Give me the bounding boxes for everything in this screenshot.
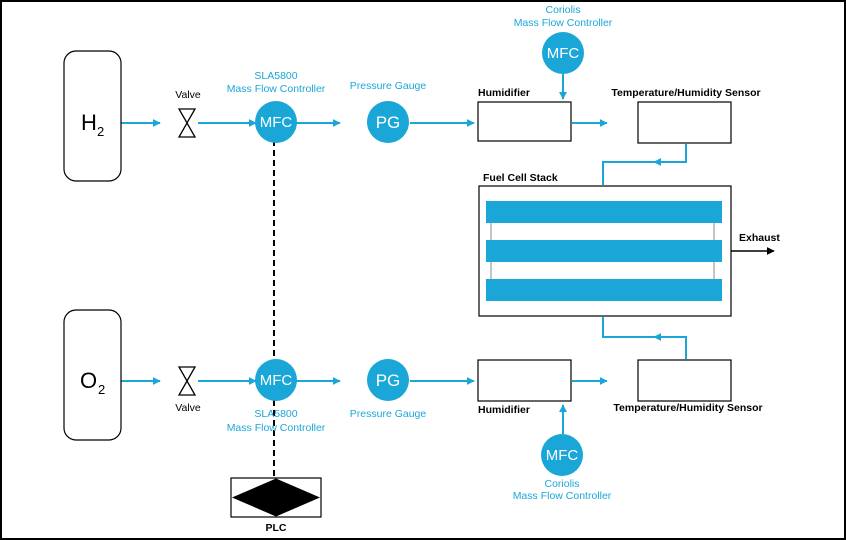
plc-label: PLC — [266, 522, 287, 534]
h2-mfc-node: MFC — [255, 101, 297, 143]
o2-sensor-box — [637, 359, 732, 402]
h2-valve-label: Valve — [175, 89, 201, 101]
stack-plate-middle — [486, 240, 722, 262]
h2-sensor-box — [637, 101, 732, 144]
fuel-cell-stack — [478, 185, 732, 317]
h2-gas-subscript: 2 — [97, 124, 104, 139]
o2-pg-label: Pressure Gauge — [350, 408, 427, 420]
o2-gas-subscript: 2 — [98, 382, 105, 397]
h2-mfc-title-2: Mass Flow Controller — [227, 83, 326, 95]
h2-humidifier-label: Humidifier — [478, 87, 530, 99]
o2-valve-label: Valve — [175, 402, 201, 414]
h2-gas-source: H 2 — [63, 50, 122, 182]
h2-coriolis-mfc-text: MFC — [547, 45, 580, 62]
o2-pg-text: PG — [376, 371, 401, 390]
o2-pipes — [121, 317, 687, 434]
h2-mfc-title-1: SLA5800 — [254, 70, 297, 82]
o2-humidifier-label: Humidifier — [478, 404, 530, 416]
h2-coriolis-title-1: Coriolis — [545, 4, 580, 16]
o2-valve-icon — [177, 366, 197, 396]
stack-label: Fuel Cell Stack — [483, 172, 558, 184]
o2-humidifier-box — [477, 359, 572, 402]
h2-pg-text: PG — [376, 113, 401, 132]
h2-pg-label: Pressure Gauge — [350, 80, 427, 92]
h2-humidifier-box — [477, 101, 572, 142]
h2-mfc-text: MFC — [260, 114, 293, 131]
o2-gas-source: O 2 — [63, 309, 122, 441]
plc-diamond-icon — [232, 478, 320, 517]
h2-coriolis-title-2: Mass Flow Controller — [514, 17, 613, 29]
o2-gas-label: O — [80, 368, 97, 393]
h2-pressure-gauge: PG — [367, 101, 409, 143]
o2-mfc-node: MFC — [255, 359, 297, 401]
stack-plate-top — [486, 201, 722, 223]
o2-coriolis-mfc-node: MFC — [541, 434, 583, 476]
o2-mfc-title-1: SLA5800 — [254, 408, 297, 420]
h2-gas-label: H — [81, 110, 97, 135]
h2-valve-icon — [177, 108, 197, 138]
o2-pressure-gauge: PG — [367, 359, 409, 401]
exhaust-label: Exhaust — [739, 232, 780, 244]
plc-unit — [230, 477, 322, 518]
stack-plate-bottom — [486, 279, 722, 301]
o2-coriolis-mfc-text: MFC — [546, 447, 579, 464]
o2-coriolis-title-1: Coriolis — [544, 478, 579, 490]
o2-mfc-text: MFC — [260, 372, 293, 389]
o2-mfc-title-2: Mass Flow Controller — [227, 422, 326, 434]
h2-coriolis-mfc-node: MFC — [542, 32, 584, 74]
h2-pipes — [121, 74, 687, 185]
o2-sensor-label: Temperature/Humidity Sensor — [613, 402, 762, 414]
h2-sensor-label: Temperature/Humidity Sensor — [611, 87, 760, 99]
o2-coriolis-title-2: Mass Flow Controller — [513, 490, 612, 502]
